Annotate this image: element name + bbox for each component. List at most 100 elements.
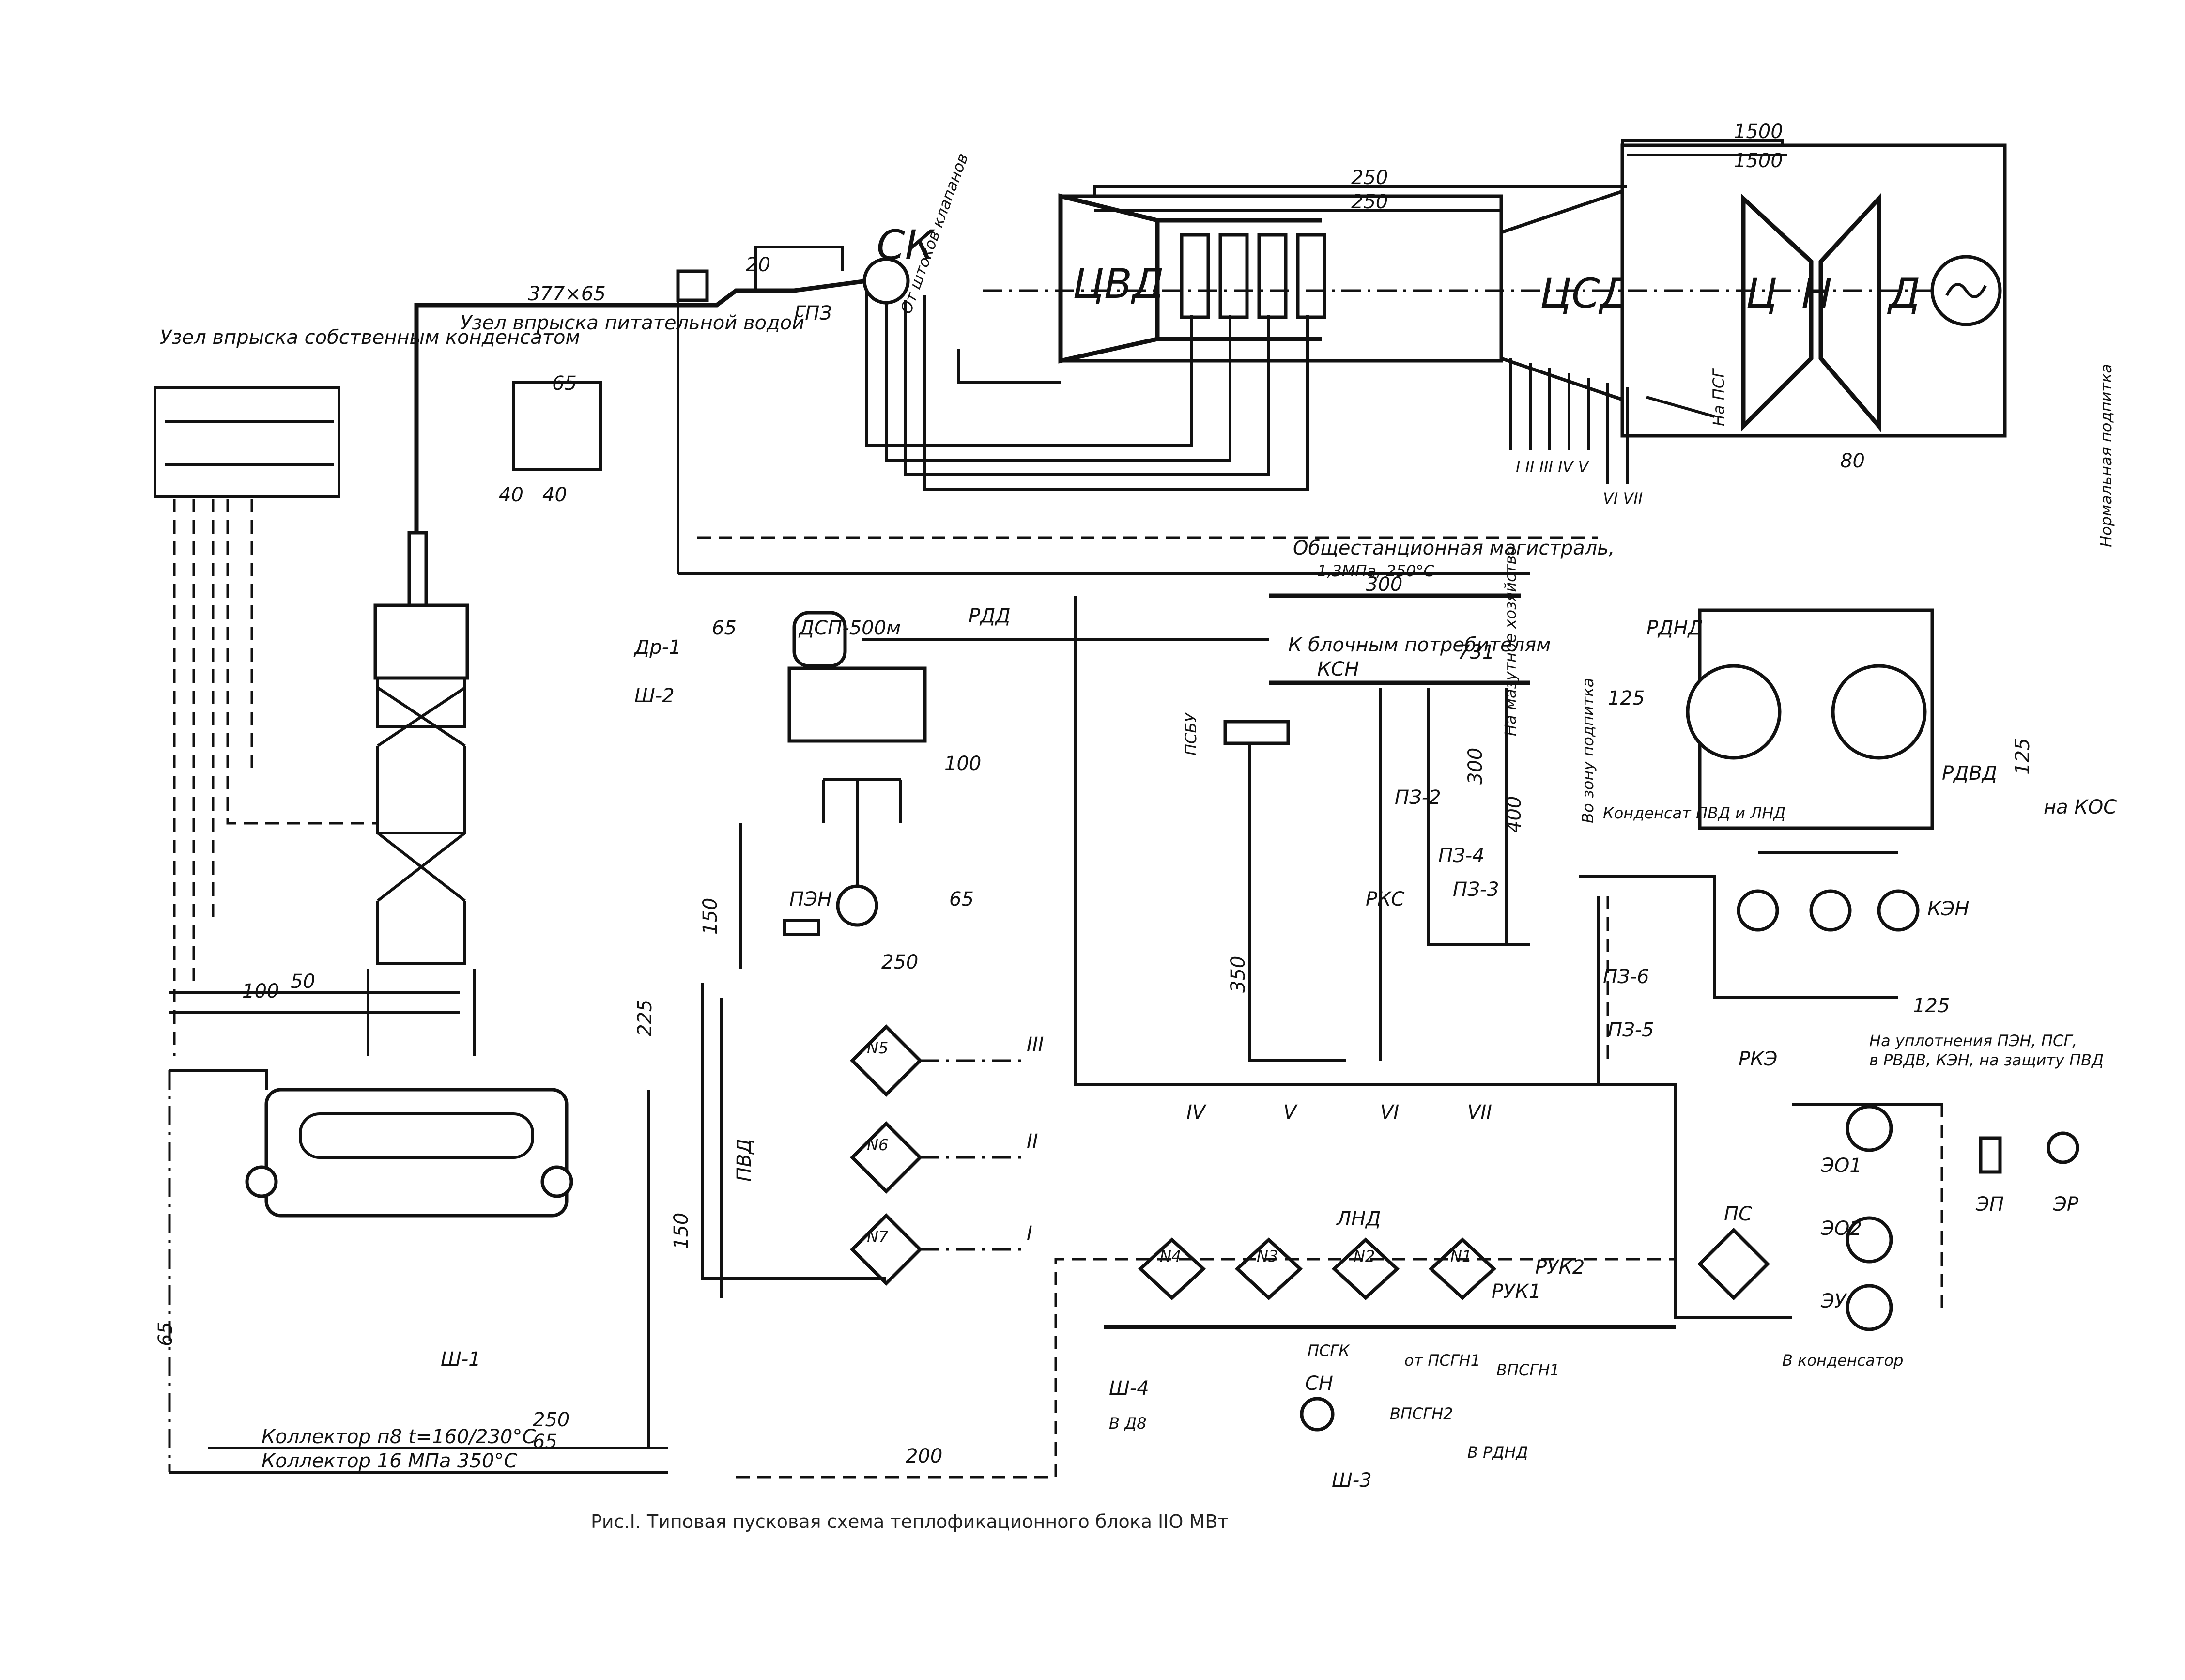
rdnd-label: РДНД [1646,617,1703,639]
n3-label: N3 [1257,1247,1278,1265]
condensers: РДНД РДВД Во зону подпитка Конденсат ПВД… [1579,450,1997,830]
lp-n-label: Н [1801,270,1832,317]
pipe-300-pz: 300 [1464,748,1487,785]
uzel-sobstv-label: Узел впрыска собственным конденсатом [160,326,580,349]
pipe-250-feed: 250 [881,951,918,973]
pipe-200-bottom: 200 [906,1445,942,1467]
generator-icon [1945,283,1987,298]
ip-label: ЦСД [1540,270,1632,317]
pipe-100-left: 100 [242,980,279,1002]
generator [1930,255,2002,326]
n2-label: N2 [1354,1247,1375,1265]
turbine-ip-cylinder: ЦСД [1499,189,1632,402]
rom-VI: VI [1380,1101,1399,1124]
k-blochnym-label: К блочным потребителям [1288,634,1551,656]
v-psgn2-label: ВПСГН2 [1390,1404,1453,1423]
sk-label: СК [877,221,936,269]
ep-label: ЭП [1975,1193,2004,1216]
condensate-pumps: КЭН 125 [1737,851,1969,1017]
pipe-65-feed: 65 [949,888,974,910]
pipe-300-header: 300 [1366,573,1402,596]
turbine-valves-block [1180,233,1326,319]
pipe-731: 731 [1458,641,1494,663]
n4-label: N4 [1160,1247,1181,1265]
ksn-header: КСН К блочным потребителям Общестанционн… [1269,537,1615,685]
psbu: ПСБУ 350 [1182,712,1346,1062]
pipe-40b: 40 [542,484,567,506]
ot-psgn1-label: от ПСГН1 [1404,1351,1480,1370]
rks-label: РКС [1366,888,1405,910]
pvd-label: ПВД [733,1139,755,1182]
n5-label: N5 [867,1039,888,1057]
v-rdnd-label: В РДНД [1467,1443,1528,1462]
hp-label: ЦВД [1073,260,1164,308]
ken-label: КЭН [1927,898,1969,920]
pipe-250b: 250 [1351,191,1388,213]
pipe-250-coll: 250 [533,1409,569,1431]
pipe-80-cond: 80 [1840,450,1865,472]
dr1-label: Др-1 [633,636,681,659]
rdvd-label: РДВД [1942,762,1997,785]
sh1-label: Ш-1 [441,1348,481,1371]
pipe-65-node: 65 [552,372,577,395]
boiler [245,531,573,1218]
steam-cooler-ps: ПС В конденсатор [1697,1203,1903,1370]
deaerator: ДСП-500м [787,611,927,743]
lp-heaters: N4 N3 N2 N1 ЛНД IV V VI VII [1104,1101,1676,1329]
sh3-label: Ш-3 [1332,1469,1372,1492]
pz5-label: ПЗ-5 [1608,1019,1654,1041]
na-upl-list2: в РВДВ, КЭН, на защиту ПВД [1869,1051,2104,1069]
eu-label: ЭУ [1820,1290,1847,1312]
rom-III: III [1027,1033,1044,1056]
injection-node-own-condensate: Узел впрыска собственным конденсатом [154,326,580,498]
kollektor1-label: Коллектор п8 t=160/230°С [262,1426,536,1448]
pipe-65-dr: 65 [712,617,737,639]
rom-V: V [1283,1101,1298,1124]
n7-label: N7 [867,1228,889,1246]
obshestanc-label: Общестанционная магистраль, [1293,537,1615,559]
v-d8-label: В Д8 [1109,1414,1146,1433]
pipe-1500b: 1500 [1734,150,1783,172]
figure-caption: Рис.I. Типовая пусковая схема теплофикац… [591,1511,1229,1532]
pipe-100-feed: 100 [944,753,981,775]
sn-pump [1300,1397,1335,1432]
pipe-20-gpz: 20 [746,254,770,276]
rdd: РДД [969,605,1011,627]
pipe-50-left: 50 [291,971,315,993]
pipe-125-cond: 125 [1608,687,1645,709]
pipe-250a: 250 [1351,167,1388,189]
extraction-roman-list: I II III IV V [1516,458,1590,476]
kondensat-label: Конденсат ПВД и ЛНД [1603,804,1785,822]
ejectors: ЭО1 ЭО2 ЭУ ЭП ЭР [1820,1105,2079,1331]
right-supply: Нормальная подпитка на КОС 125 На уплотн… [1739,364,2117,1070]
pipe-125-ken: 125 [1913,995,1950,1017]
n1-label: N1 [1450,1247,1472,1265]
na-kos-label: на КОС [2044,796,2117,818]
obshestanc-param: 1,3МПа, 250°С [1317,562,1435,580]
sh2-label: Ш-2 [634,685,675,707]
v-kondensator-label: В конденсатор [1782,1351,1903,1370]
na-psg-label: На ПСГ [1709,368,1728,426]
lp-d-label: Д [1887,270,1921,317]
pipe-400: 400 [1503,796,1525,833]
eo2-label: ЭО2 [1820,1218,1862,1240]
v-zonu-label: Во зону подпитка [1579,678,1597,823]
pipe-150b: 150 [670,1213,692,1249]
pipe-350: 350 [1227,956,1249,993]
dsp-label: ДСП-500м [798,617,901,639]
lnd-label: ЛНД [1336,1208,1381,1230]
pz-valves: ПЗ-2 ПЗ-4 ПЗ-3 РКС ПЗ-6 ПЗ-5 300 400 На … [1366,546,1654,1061]
boiler-left-lines: 65 50 100 [154,499,460,1472]
pen-label: ПЭН [789,888,832,910]
pipe-125-right: 125 [2012,738,2034,775]
pipes-top: 1500 1500 250 250 [1093,121,1787,213]
extraction-lines: I II III IV V VI VII На ПСГ [1509,358,1728,508]
pz2-label: ПЗ-2 [1395,786,1441,809]
psbu-label: ПСБУ [1182,712,1200,755]
rom-I: I [1027,1222,1032,1245]
extraction-vi-vii: VI VII [1603,489,1643,508]
er-label: ЭР [2053,1193,2079,1216]
rom-IV: IV [1186,1101,1207,1124]
ruk1-label: РУК1 [1492,1280,1541,1303]
